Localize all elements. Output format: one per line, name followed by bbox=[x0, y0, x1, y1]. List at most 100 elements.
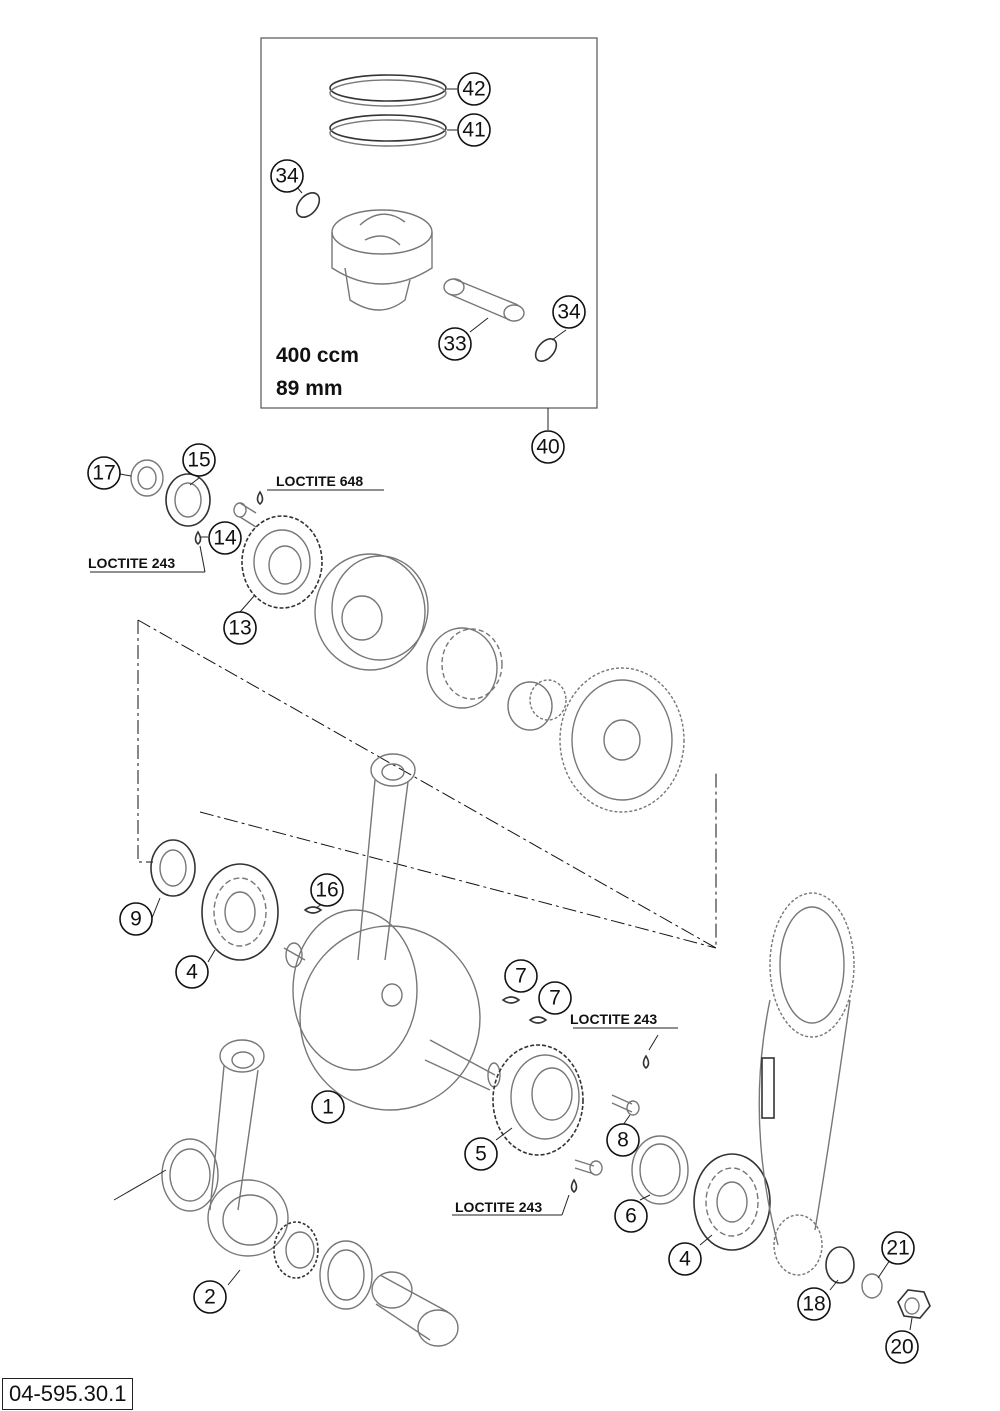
flywheel-rotor bbox=[314, 553, 429, 671]
freewheel bbox=[426, 627, 503, 709]
conrod-thrust-washer-left bbox=[161, 1138, 219, 1212]
loctite-243-note-bottom: LOCTITE 243 bbox=[455, 1199, 542, 1215]
callout-7-upper: 7 bbox=[504, 959, 538, 993]
timing-chain-assembly bbox=[758, 892, 855, 1276]
callout-21: 21 bbox=[881, 1231, 915, 1265]
piston-pin bbox=[443, 278, 525, 322]
svg-text:17: 17 bbox=[92, 462, 115, 485]
bolt-8-upper bbox=[611, 1094, 640, 1116]
conrod-needle-bearing bbox=[273, 1221, 319, 1279]
svg-text:1: 1 bbox=[322, 1096, 334, 1119]
needle-bearing-starter bbox=[507, 679, 567, 731]
bolt-8-lower bbox=[574, 1159, 603, 1176]
loctite-drop-14 bbox=[194, 530, 202, 546]
callout-1: 1 bbox=[311, 1090, 345, 1124]
starter-gear bbox=[559, 667, 685, 813]
callout-34-right: 34 bbox=[552, 295, 586, 329]
alignment-line-diagonal bbox=[137, 619, 717, 949]
woodruff-key-16 bbox=[303, 906, 323, 914]
callout-2: 2 bbox=[193, 1280, 227, 1314]
conrod-thrust-washer-right bbox=[319, 1240, 373, 1310]
callout-13: 13 bbox=[223, 611, 257, 645]
loctite-648-note: LOCTITE 648 bbox=[276, 473, 363, 489]
callout-18: 18 bbox=[797, 1287, 831, 1321]
svg-text:14: 14 bbox=[213, 527, 237, 550]
callout-7-lower: 7 bbox=[538, 981, 572, 1015]
svg-text:9: 9 bbox=[130, 908, 142, 931]
callout-14: 14 bbox=[208, 521, 242, 555]
main-bearing-left bbox=[201, 863, 279, 961]
callout-42: 42 bbox=[457, 72, 491, 106]
svg-text:13: 13 bbox=[228, 617, 251, 640]
crankshaft bbox=[283, 909, 501, 1111]
svg-text:40: 40 bbox=[536, 436, 559, 459]
piston-ring-bottom bbox=[329, 114, 447, 147]
washer-21 bbox=[861, 1273, 883, 1299]
svg-text:34: 34 bbox=[275, 165, 299, 188]
bolt-left bbox=[233, 502, 257, 528]
svg-text:5: 5 bbox=[475, 1143, 487, 1166]
callout-41: 41 bbox=[457, 113, 491, 147]
idler-gear-13 bbox=[241, 515, 323, 609]
diagram-reference-code: 04-595.30.1 bbox=[2, 1378, 134, 1410]
callout-34-top: 34 bbox=[270, 159, 304, 193]
svg-text:18: 18 bbox=[802, 1293, 825, 1316]
loctite-243-note-left: LOCTITE 243 bbox=[88, 555, 175, 571]
callout-9: 9 bbox=[119, 902, 153, 936]
callout-4-right: 4 bbox=[668, 1242, 702, 1276]
piston-displacement: 400 ccm bbox=[276, 344, 359, 367]
svg-text:8: 8 bbox=[617, 1129, 629, 1152]
svg-text:2: 2 bbox=[204, 1286, 216, 1309]
loctite-drop-upper bbox=[642, 1054, 650, 1070]
svg-text:7: 7 bbox=[515, 965, 527, 988]
callout-4-left: 4 bbox=[175, 955, 209, 989]
piston-pin-circlip-right bbox=[534, 337, 558, 363]
shim-6 bbox=[631, 1135, 689, 1205]
svg-text:34: 34 bbox=[557, 301, 581, 324]
crank-pin bbox=[371, 1271, 459, 1347]
svg-text:6: 6 bbox=[625, 1205, 637, 1228]
svg-text:42: 42 bbox=[462, 78, 485, 101]
piston-ring-top bbox=[329, 74, 447, 107]
callout-40: 40 bbox=[531, 430, 565, 464]
svg-text:33: 33 bbox=[443, 333, 466, 356]
callout-15: 15 bbox=[182, 443, 216, 477]
piston-kit-frame bbox=[260, 37, 598, 409]
connecting-rod-assembled bbox=[357, 753, 416, 961]
piston-pin-circlip-left bbox=[295, 192, 321, 218]
callout-8: 8 bbox=[606, 1123, 640, 1157]
svg-text:41: 41 bbox=[462, 119, 485, 142]
oil-seal-9 bbox=[150, 839, 196, 897]
loctite-drop-lower bbox=[570, 1178, 578, 1194]
oil-seal-17 bbox=[130, 459, 164, 497]
callout-33: 33 bbox=[438, 327, 472, 361]
alignment-line-left bbox=[137, 620, 153, 863]
svg-text:4: 4 bbox=[186, 961, 198, 984]
svg-text:20: 20 bbox=[890, 1336, 913, 1359]
circlip-18 bbox=[825, 1246, 855, 1284]
loctite-drop-648 bbox=[256, 490, 264, 506]
piston bbox=[331, 209, 433, 311]
alignment-line-shaft bbox=[199, 811, 717, 949]
svg-text:7: 7 bbox=[549, 987, 561, 1010]
conrod-kit-bracket bbox=[113, 1169, 167, 1201]
callout-17: 17 bbox=[87, 456, 121, 490]
piston-bore: 89 mm bbox=[276, 377, 343, 400]
main-bearing-right bbox=[693, 1153, 771, 1251]
loctite-243-note-right: LOCTITE 243 bbox=[570, 1011, 657, 1027]
callout-20: 20 bbox=[885, 1330, 919, 1364]
callout-16: 16 bbox=[310, 873, 344, 907]
connecting-rod-kit bbox=[207, 1039, 289, 1257]
primary-gear-5 bbox=[492, 1044, 584, 1156]
callout-6: 6 bbox=[614, 1199, 648, 1233]
svg-text:16: 16 bbox=[315, 879, 338, 902]
woodruff-key-7a bbox=[501, 996, 521, 1004]
nut-20 bbox=[897, 1289, 931, 1319]
svg-text:21: 21 bbox=[886, 1237, 909, 1260]
woodruff-key-7b bbox=[528, 1016, 548, 1024]
svg-text:15: 15 bbox=[187, 449, 210, 472]
callout-5: 5 bbox=[464, 1137, 498, 1171]
svg-text:4: 4 bbox=[679, 1248, 691, 1271]
bearing-15 bbox=[165, 473, 211, 527]
